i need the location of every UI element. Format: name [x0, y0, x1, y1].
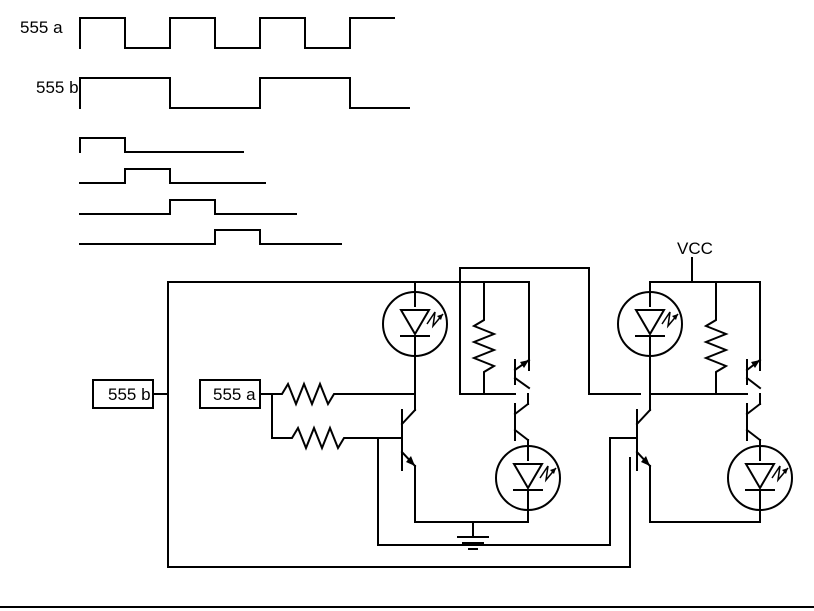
- vcc-label: VCC: [677, 239, 713, 258]
- transistor-q3: [513, 402, 530, 442]
- resistor-r4: [705, 299, 727, 391]
- transistor-q4: [635, 408, 652, 471]
- ground-symbol: [457, 536, 489, 550]
- resistor-r2: [281, 427, 353, 449]
- transistor-q1: [400, 408, 417, 471]
- resistor-r1: [271, 383, 343, 405]
- waveform-555a: [79, 17, 395, 49]
- resistor-r3: [473, 299, 495, 391]
- wire-555a-split: [259, 393, 283, 439]
- led-1: [382, 291, 448, 357]
- timing-diagram: 555 a 555 b: [20, 17, 410, 245]
- led-3: [617, 291, 683, 357]
- waveform-phase-2: [79, 168, 266, 184]
- input-box-555b: 555 b: [92, 379, 154, 409]
- waveform-phase-3: [79, 199, 297, 215]
- wire-555b-bus: [167, 281, 631, 568]
- waveform-phase-4: [79, 229, 342, 245]
- input-box-555a: 555 a: [199, 379, 261, 409]
- transistor-q2: [513, 358, 531, 390]
- waveform-555b: [79, 77, 410, 109]
- bottom-rule: [0, 606, 814, 608]
- led-4: [727, 445, 793, 511]
- input-box-555a-label: 555 a: [213, 385, 256, 404]
- timing-label-555b: 555 b: [36, 78, 79, 97]
- waveform-phase-1: [79, 137, 244, 153]
- timing-label-555a: 555 a: [20, 18, 63, 37]
- led-2: [495, 445, 561, 511]
- input-box-555b-label: 555 b: [108, 385, 151, 404]
- transistor-q6: [745, 402, 762, 442]
- circuit: 555 b 555 a: [92, 239, 793, 568]
- transistor-q5: [745, 358, 762, 390]
